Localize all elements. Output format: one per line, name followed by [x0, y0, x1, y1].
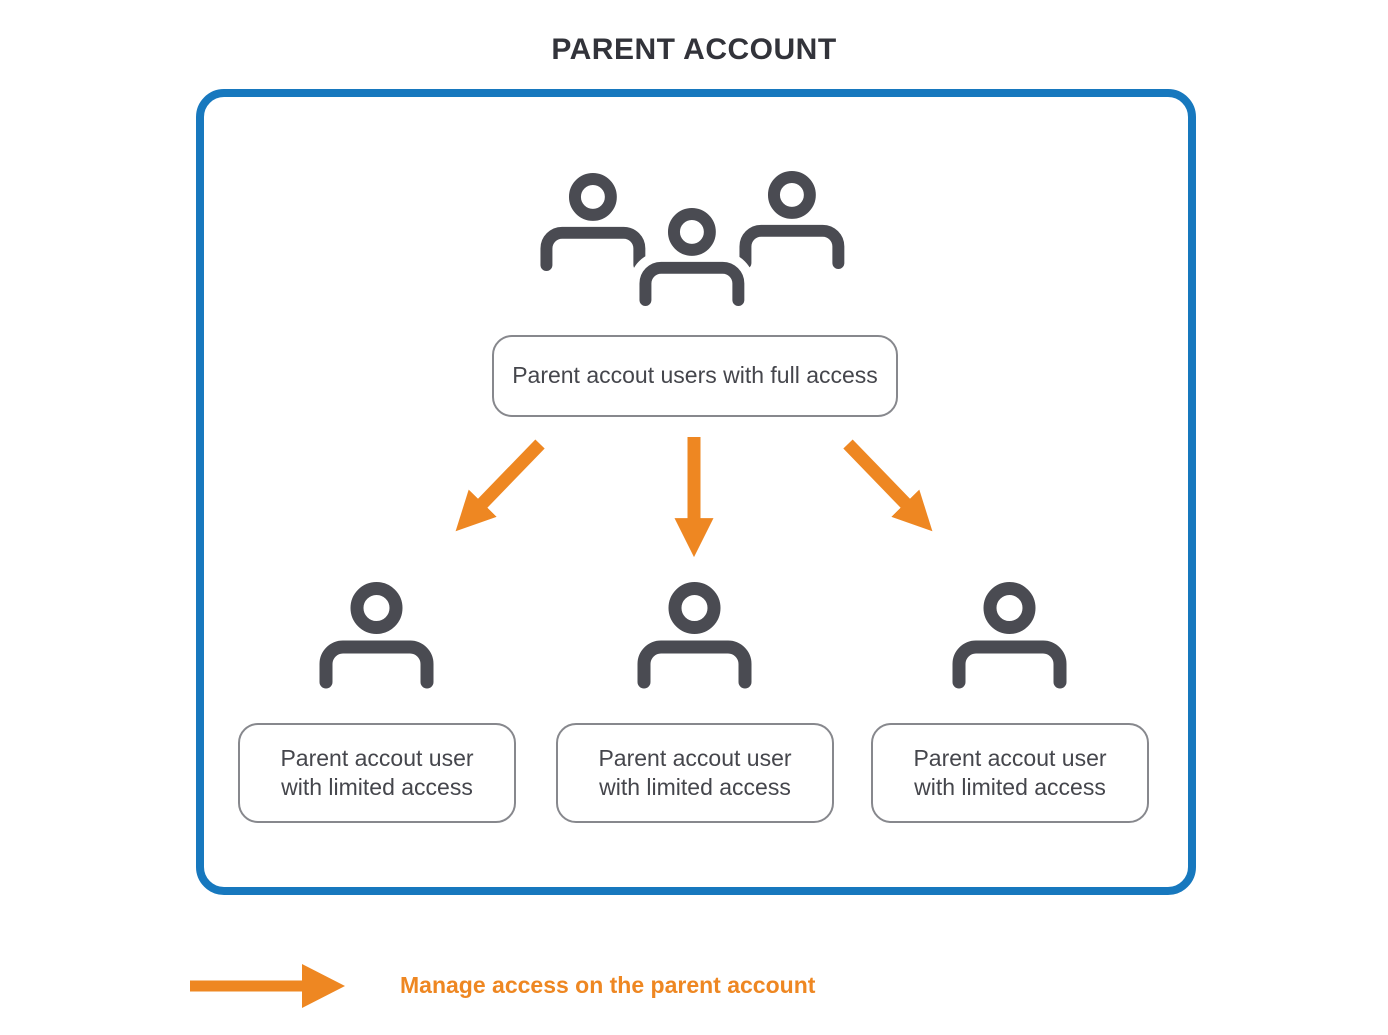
person-left-glyph — [546, 179, 639, 265]
person-right-glyph — [745, 177, 838, 263]
limited-access-label-line1: Parent accout user — [913, 744, 1107, 771]
full-access-label: Parent accout users with full access — [512, 362, 878, 389]
down-left-arrow — [455, 439, 545, 532]
limited-access-label-line2: with limited access — [599, 774, 791, 800]
limited-access-node: Parent accout user with limited access — [871, 723, 1149, 823]
limited-access-label-line2: with limited access — [281, 774, 473, 800]
limited-access-node: Parent accout user with limited access — [556, 723, 834, 823]
down-right-arrow — [843, 439, 933, 532]
manage-access-arrows — [455, 437, 933, 558]
limited-access-label-line1: Parent accout user — [280, 744, 474, 771]
page-title: PARENT ACCOUNT — [551, 33, 837, 66]
limited-access-node: Parent accout user with limited access — [238, 723, 516, 823]
limited-access-label-line1: Parent accout user — [598, 744, 792, 771]
right-arrow-icon — [190, 964, 345, 1008]
person-icon — [637, 582, 752, 689]
person-middle-halo — [645, 214, 738, 300]
people-group-icon — [535, 168, 865, 313]
person-icon — [952, 582, 1067, 689]
legend-label: Manage access on the parent account — [400, 972, 816, 998]
full-access-node: Parent accout users with full access — [492, 335, 898, 417]
person-icon — [319, 582, 434, 689]
limited-access-label-line2: with limited access — [914, 774, 1106, 800]
